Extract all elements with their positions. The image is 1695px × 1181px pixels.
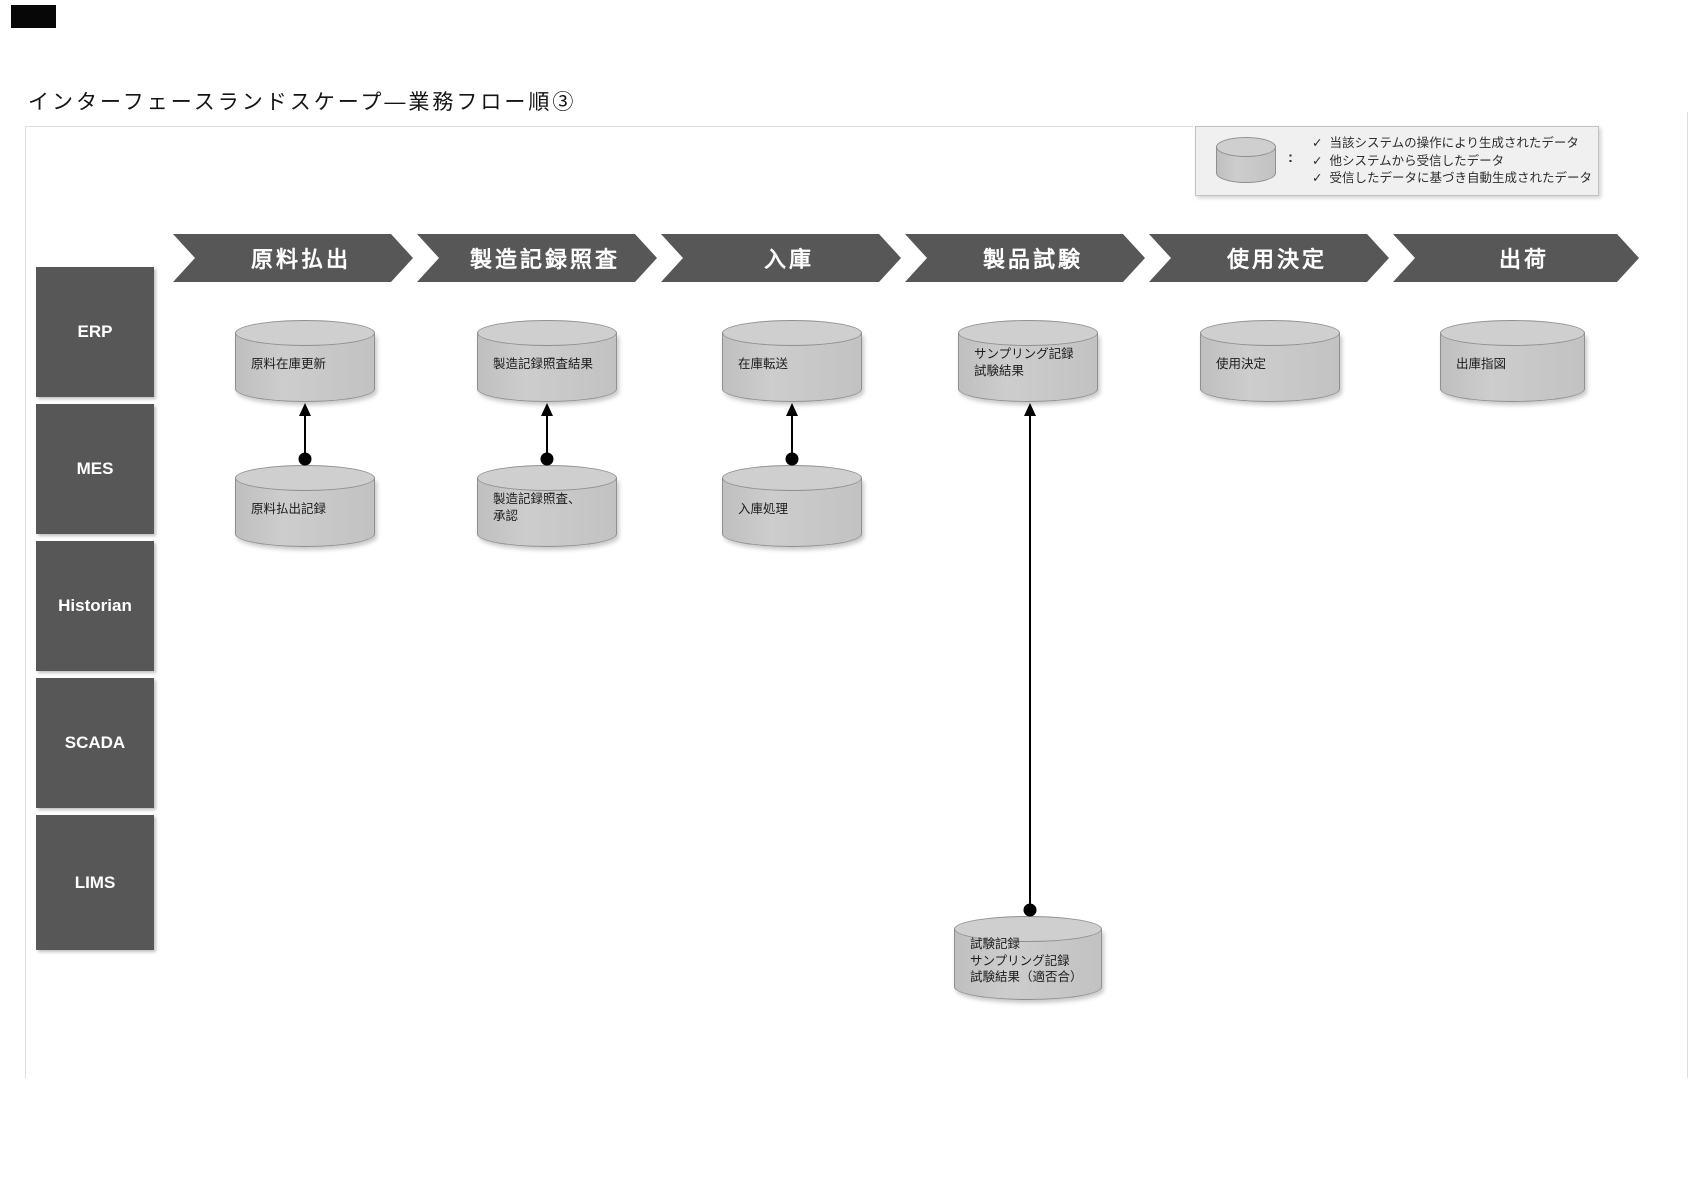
datastore-label: サンプリング記録: [970, 953, 1070, 968]
datastore-mes-warehousing-process: 入庫処理: [722, 465, 862, 547]
datastore-label: 出庫指図: [1456, 357, 1507, 371]
datastore-erp-batch-record-review-result: 製造記録照査結果: [477, 320, 617, 402]
frame-line-right: [1687, 112, 1688, 1078]
page-title: インターフェースランドスケープ―業務フロー順③: [28, 90, 577, 114]
datastore-erp-use-decision: 使用決定: [1200, 320, 1340, 402]
connector-mes-to-erp-batch-record: [540, 403, 554, 466]
legend-item: ✓ 受信したデータに基づき自動生成されたデータ: [1312, 170, 1592, 188]
connector-mes-to-erp-raw-material: [298, 403, 312, 466]
cylinder-icon: [1216, 137, 1276, 183]
datastore-label: 原料払出記録: [251, 502, 327, 516]
cylinder-top: [722, 320, 862, 346]
datastore-erp-raw-material-inventory-update: 原料在庫更新: [235, 320, 375, 402]
cylinder-top: [477, 320, 617, 346]
datastore-label: サンプリング記録: [974, 347, 1074, 361]
legend-item-text: 他システムから受信したデータ: [1329, 153, 1505, 168]
top-left-corner-mark: [11, 5, 56, 28]
system-label-erp: ERP: [36, 267, 154, 397]
stage-batch-record-review: 製造記録照査: [417, 234, 657, 282]
cylinder-top: [235, 320, 375, 346]
cylinder-top: [477, 465, 617, 491]
legend-item-text: 受信したデータに基づき自動生成されたデータ: [1329, 171, 1592, 185]
stage-use-decision: 使用決定: [1149, 234, 1389, 282]
datastore-label: 試験結果: [974, 364, 1025, 378]
datastore-erp-sampling-record-test-result: サンプリング記録 試験結果: [958, 320, 1098, 402]
cylinder-top: [235, 465, 375, 491]
cylinder-top: [1216, 137, 1276, 157]
datastore-lims-test-records: 試験記録 サンプリング記録 試験結果（適否合）: [954, 916, 1102, 1000]
stage-warehousing: 入庫: [661, 234, 901, 282]
system-label-mes: MES: [36, 404, 154, 534]
legend: : ✓ 当該システムの操作により生成されたデータ ✓ 他システムから受信したデー…: [1195, 126, 1599, 196]
legend-item: ✓ 当該システムの操作により生成されたデータ: [1312, 135, 1592, 153]
system-label-scada: SCADA: [36, 678, 154, 808]
cylinder-top: [1200, 320, 1340, 346]
cylinder-top: [1440, 320, 1585, 346]
cylinder-top: [954, 916, 1102, 942]
datastore-label: 試験結果（適否合）: [970, 970, 1083, 984]
datastore-label: 在庫転送: [738, 357, 789, 371]
check-icon: ✓: [1312, 136, 1323, 150]
datastore-mes-raw-material-issue-record: 原料払出記録: [235, 465, 375, 547]
legend-item-text: 当該システムの操作により生成されたデータ: [1329, 136, 1579, 150]
cylinder-top: [722, 465, 862, 491]
datastore-label: 使用決定: [1216, 357, 1267, 371]
datastore-erp-shipping-instruction: 出庫指図: [1440, 320, 1585, 402]
system-label-historian: Historian: [36, 541, 154, 671]
datastore-erp-inventory-transfer: 在庫転送: [722, 320, 862, 402]
connector-mes-to-erp-warehousing: [785, 403, 799, 466]
legend-items: ✓ 当該システムの操作により生成されたデータ ✓ 他システムから受信したデータ …: [1312, 135, 1592, 188]
connector-lims-to-erp-sampling: [1023, 403, 1037, 917]
stage-raw-material-issue: 原料払出: [173, 234, 413, 282]
legend-colon: :: [1288, 149, 1293, 166]
check-icon: ✓: [1312, 171, 1323, 185]
datastore-label: 製造記録照査、: [493, 492, 581, 506]
frame-line-top: [25, 126, 1193, 127]
frame-line-left: [25, 126, 26, 1078]
stage-shipping: 出荷: [1393, 234, 1639, 282]
datastore-label: 製造記録照査結果: [493, 357, 594, 371]
datastore-mes-batch-record-review-approval: 製造記録照査、 承認: [477, 465, 617, 547]
system-label-lims: LIMS: [36, 815, 154, 950]
cylinder-top: [958, 320, 1098, 346]
datastore-label: 入庫処理: [738, 502, 789, 516]
check-icon: ✓: [1312, 153, 1323, 168]
datastore-label: 試験記録: [970, 937, 1021, 951]
datastore-label: 承認: [493, 509, 519, 523]
legend-item: ✓ 他システムから受信したデータ: [1312, 153, 1592, 171]
datastore-label: 原料在庫更新: [251, 357, 327, 371]
stage-product-testing: 製品試験: [905, 234, 1145, 282]
